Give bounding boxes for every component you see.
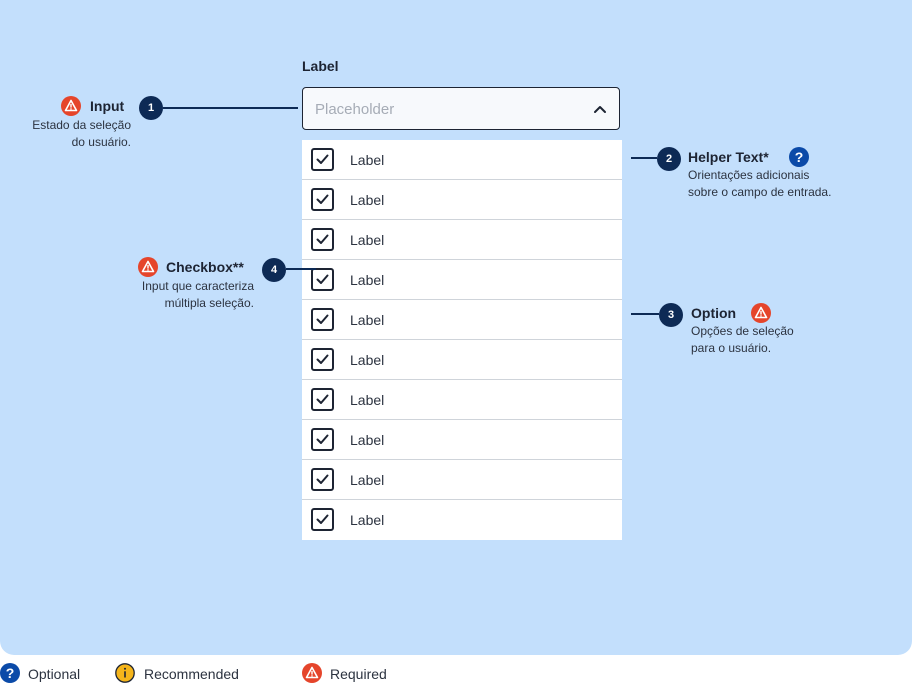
annotation-checkbox-title: Checkbox** [166, 259, 244, 275]
option-label: Label [350, 232, 385, 248]
option-item[interactable]: Label [302, 500, 622, 540]
input-placeholder: Placeholder [315, 101, 395, 118]
option-label: Label [350, 472, 385, 488]
annotation-helper-desc-line1: Orientações adicionais [688, 168, 810, 182]
annotation-checkbox-desc-line2: múltipla seleção. [164, 296, 254, 310]
multiselect-input[interactable]: Placeholder [302, 87, 620, 130]
checkbox[interactable] [311, 388, 334, 411]
annotation-helper-desc: Orientações adicionais sobre o campo de … [688, 167, 831, 201]
option-label: Label [350, 392, 385, 408]
option-item[interactable]: Label [302, 220, 622, 260]
checkmark-icon [316, 274, 329, 284]
option-item[interactable]: Label [302, 420, 622, 460]
required-icon [138, 257, 158, 277]
option-label: Label [350, 152, 385, 168]
checkmark-icon [316, 154, 329, 164]
option-label: Label [350, 432, 385, 448]
annotation-option-desc-line1: Opções de seleção [691, 324, 794, 338]
field-label: Label [302, 58, 339, 74]
annotation-input-title: Input [90, 98, 125, 114]
checkbox[interactable] [311, 148, 334, 171]
annotation-input-desc: Estado da seleção do usuário. [17, 117, 131, 151]
option-label: Label [350, 512, 385, 528]
info-icon [115, 663, 135, 683]
checkmark-icon [316, 194, 329, 204]
option-item[interactable]: Label [302, 380, 622, 420]
svg-text:?: ? [795, 149, 804, 165]
checkmark-icon [316, 514, 329, 524]
option-item[interactable]: Label [302, 340, 622, 380]
optional-icon: ? [789, 147, 809, 167]
annotation-helper-desc-line2: sobre o campo de entrada. [688, 185, 832, 199]
annotation-helper-title: Helper Text* [688, 149, 769, 165]
annotation-input-desc-line1: Estado da seleção [32, 118, 131, 132]
connector-line-1 [163, 107, 298, 109]
option-item[interactable]: Label [302, 300, 622, 340]
annotation-badge-2: 2 [657, 147, 681, 171]
chevron-up-icon[interactable] [593, 102, 607, 116]
required-icon [751, 303, 771, 323]
checkbox[interactable] [311, 508, 334, 531]
checkmark-icon [316, 234, 329, 244]
option-item[interactable]: Label [302, 460, 622, 500]
checkmark-icon [316, 474, 329, 484]
checkbox[interactable] [311, 228, 334, 251]
annotation-checkbox-desc-line1: Input que caracteriza [141, 279, 254, 293]
checkmark-icon [316, 354, 329, 364]
annotation-badge-1: 1 [139, 96, 163, 120]
annotation-option-desc: Opções de seleção para o usuário. [691, 323, 794, 357]
annotation-badge-4: 4 [262, 258, 286, 282]
option-item[interactable]: Label [302, 260, 622, 300]
option-item[interactable]: Label [302, 140, 622, 180]
connector-line-2 [631, 157, 657, 159]
checkmark-icon [316, 314, 329, 324]
legend-required-label: Required [330, 666, 387, 682]
checkbox[interactable] [311, 468, 334, 491]
checkmark-icon [316, 434, 329, 444]
legend-optional-label: Optional [28, 666, 81, 682]
legend-recommended-label: Recommended [144, 666, 239, 682]
checkmark-icon [316, 394, 329, 404]
option-label: Label [350, 312, 385, 328]
option-label: Label [350, 272, 385, 288]
svg-text:?: ? [6, 665, 15, 681]
annotation-input-desc-line2: do usuário. [71, 135, 131, 149]
required-icon [61, 96, 81, 116]
annotation-checkbox-desc: Input que caracteriza múltipla seleção. [100, 278, 254, 312]
option-item[interactable]: Label [302, 180, 622, 220]
checkbox[interactable] [311, 268, 334, 291]
annotation-option-title: Option [691, 305, 737, 321]
option-label: Label [350, 352, 385, 368]
connector-line-3 [631, 313, 659, 315]
checkbox[interactable] [311, 428, 334, 451]
checkbox[interactable] [311, 308, 334, 331]
connector-line-4 [286, 268, 316, 270]
checkbox[interactable] [311, 188, 334, 211]
option-label: Label [350, 192, 385, 208]
required-icon [302, 663, 322, 683]
checkbox[interactable] [311, 348, 334, 371]
optional-icon: ? [0, 663, 20, 683]
annotation-badge-3: 3 [659, 303, 683, 327]
annotation-option-desc-line2: para o usuário. [691, 341, 772, 355]
